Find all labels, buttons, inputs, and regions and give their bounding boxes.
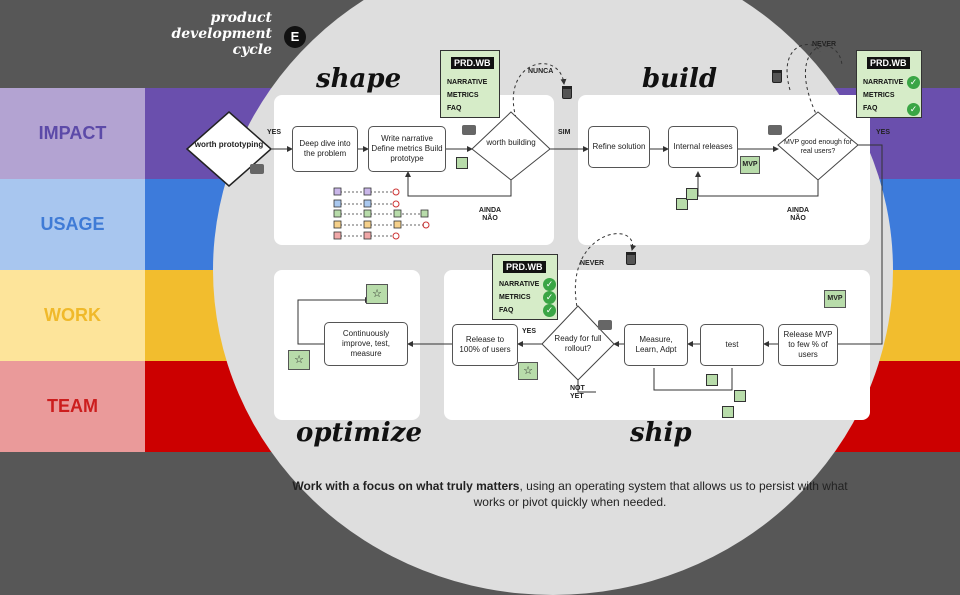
step-write-narrative: Write narrative Define metrics Build pro… bbox=[368, 126, 446, 172]
phase-title-shape: shape bbox=[316, 64, 402, 94]
doc-item: NARRATIVE bbox=[499, 281, 540, 288]
lane-label-work: WORK bbox=[0, 270, 145, 361]
rating-tag-icon bbox=[250, 164, 264, 174]
doc-item: FAQ bbox=[447, 105, 462, 112]
step-continuously-improve: Continuously improve, test, measure bbox=[324, 322, 408, 366]
step-deep-dive: Deep dive into the problem bbox=[292, 126, 358, 172]
label-not-yet: NOT YET bbox=[570, 385, 585, 400]
lane-label-usage: USAGE bbox=[0, 179, 145, 270]
step-release-mvp: Release MVP to few % of users bbox=[778, 324, 838, 366]
trash-icon bbox=[562, 86, 572, 99]
step-measure: Measure, Learn, Adpt bbox=[624, 324, 688, 366]
doc-header: PRD.WB bbox=[867, 57, 910, 69]
label-yes-3: YES bbox=[522, 328, 537, 335]
rating-tag-icon bbox=[462, 125, 476, 135]
mvp-cube-build: MVP bbox=[740, 156, 760, 174]
prd-document-build: PRD.WB NARRATIVE METRICS FAQ ✓ ✓ bbox=[856, 50, 922, 118]
doc-header: PRD.WB bbox=[503, 261, 546, 273]
label-sim: SIM bbox=[558, 129, 571, 136]
doc-header: PRD.WB bbox=[451, 57, 494, 69]
step-release-100: Release to 100% of users bbox=[452, 324, 518, 366]
label-nunca: NUNCA bbox=[528, 68, 554, 75]
footer-rest: , using an operating system that allows … bbox=[473, 479, 848, 509]
step-internal-releases: Internal releases bbox=[668, 126, 738, 168]
rating-tag-icon bbox=[598, 320, 612, 330]
phase-title-build: build bbox=[642, 64, 718, 94]
doc-item: NARRATIVE bbox=[863, 79, 904, 86]
cube-icon bbox=[676, 198, 688, 210]
trash-icon bbox=[772, 70, 782, 83]
star-cube-icon: ☆ bbox=[366, 284, 388, 304]
label-yes-2: YES bbox=[876, 129, 891, 136]
lane-label-team: TEAM bbox=[0, 361, 145, 452]
check-icon: ✓ bbox=[907, 103, 920, 116]
star-cube-icon: ☆ bbox=[288, 350, 310, 370]
cube-icon bbox=[722, 406, 734, 418]
doc-item: FAQ bbox=[863, 105, 878, 112]
check-icon: ✓ bbox=[543, 291, 556, 304]
rating-tag-icon bbox=[768, 125, 782, 135]
check-icon: ✓ bbox=[543, 278, 556, 291]
prd-document-ship: PRD.WB NARRATIVE METRICS FAQ ✓ ✓ ✓ bbox=[492, 254, 558, 320]
cube-icon bbox=[456, 157, 468, 169]
decision-worth-building: worth building bbox=[486, 138, 536, 147]
label-never-2: NEVER bbox=[580, 260, 605, 267]
decision-mvp-good: MVP good enough for real users? bbox=[784, 139, 852, 155]
label-yes-1: YES bbox=[267, 129, 282, 136]
phase-title-optimize: optimize bbox=[296, 418, 423, 448]
footer-text: Work with a focus on what truly matters,… bbox=[290, 478, 850, 510]
decision-worth-prototyping: worth prototyping bbox=[194, 140, 264, 149]
mvp-cube-ship: MVP bbox=[824, 290, 846, 308]
prd-document-shape: PRD.WB NARRATIVE METRICS FAQ bbox=[440, 50, 500, 118]
doc-item: METRICS bbox=[863, 92, 895, 99]
trash-icon bbox=[626, 252, 636, 265]
label-never-1: NEVER bbox=[812, 41, 837, 48]
check-icon: ✓ bbox=[543, 304, 556, 317]
cube-icon bbox=[706, 374, 718, 386]
doc-item: METRICS bbox=[447, 92, 479, 99]
step-test: test bbox=[700, 324, 764, 366]
label-ainda-1: AINDA NÃO bbox=[478, 207, 502, 222]
doc-item: METRICS bbox=[499, 294, 531, 301]
cube-icon bbox=[686, 188, 698, 200]
diagram-title: product development cycle bbox=[171, 10, 272, 58]
star-cube-icon: ☆ bbox=[518, 362, 538, 380]
e-badge: E bbox=[284, 26, 306, 48]
check-icon: ✓ bbox=[907, 76, 920, 89]
footer-bold: Work with a focus on what truly matters bbox=[292, 479, 520, 493]
cube-icon bbox=[734, 390, 746, 402]
doc-item: NARRATIVE bbox=[447, 79, 488, 86]
doc-item: FAQ bbox=[499, 307, 514, 314]
label-ainda-2: AINDA NÃO bbox=[786, 207, 810, 222]
phase-title-ship: ship bbox=[630, 418, 692, 448]
decision-ready-rollout: Ready for full rollout? bbox=[554, 334, 602, 353]
step-refine-solution: Refine solution bbox=[588, 126, 650, 168]
lane-label-impact: IMPACT bbox=[0, 88, 145, 179]
